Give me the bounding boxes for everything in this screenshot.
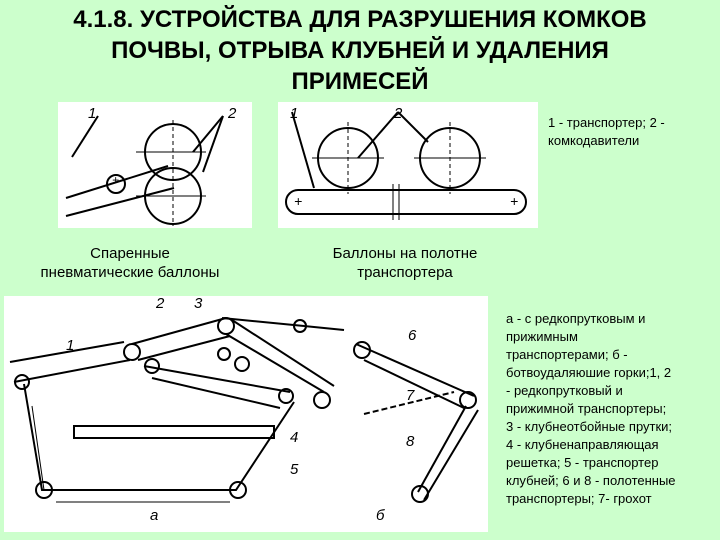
scheme-sub-b: б <box>376 507 385 524</box>
legend-bottom-line: решетка; 5 - транспортер <box>506 455 659 470</box>
scheme-label-5: 5 <box>290 461 299 478</box>
scheme-sub-a: а <box>150 507 158 524</box>
scheme-label-4: 4 <box>290 429 298 446</box>
scheme-label-8: 8 <box>406 433 415 450</box>
legend-top-line-2: комкодавители <box>548 133 640 148</box>
figure-paired-balloons: + 1 2 <box>58 102 252 228</box>
machine-scheme-drawing: 1 2 3 4 5 6 7 8 а б <box>9 295 479 524</box>
scheme-label-6: 6 <box>408 327 417 344</box>
caption-conveyor-line-1: Баллоны на полотне <box>332 245 478 262</box>
svg-text:+: + <box>294 193 302 209</box>
caption-conveyor-line-2: транспортера <box>357 264 453 281</box>
legend-bottom-line: 3 - клубнеотбойные прутки; <box>506 419 673 434</box>
legend-bottom-line: ботвоудаляюшие горки;1, 2 <box>506 365 672 380</box>
scheme-label-3: 3 <box>194 296 203 312</box>
svg-text:+: + <box>112 173 119 187</box>
legend-top-line-1: 1 - транспортер; 2 - <box>548 115 665 130</box>
figure-machine-scheme: 1 2 3 4 5 6 7 8 а б <box>4 295 488 532</box>
title-line-1: 4.1.8. УСТРОЙСТВА ДЛЯ РАЗРУШЕНИЯ КОМКОВ <box>73 6 647 33</box>
legend-bottom-line: - редкопрутковый и <box>506 383 623 398</box>
svg-text:+: + <box>510 193 518 209</box>
caption-paired-line-1: Спаренные <box>90 245 170 262</box>
legend-top: 1 - транспортер; 2 - комкодавители <box>548 114 718 150</box>
conveyor-label-1: 1 <box>290 105 298 122</box>
legend-bottom-line: транспортерами; б - <box>506 347 628 362</box>
legend-bottom-line: клубней; 6 и 8 - полотенные <box>506 473 676 488</box>
balloons-conveyor-drawing: + + 1 2 <box>285 105 527 220</box>
scheme-label-1: 1 <box>66 337 74 354</box>
slide-title: 4.1.8. УСТРОЙСТВА ДЛЯ РАЗРУШЕНИЯ КОМКОВ … <box>0 4 720 97</box>
caption-balloons-conveyor: Баллоны на полотне транспортера <box>290 244 520 282</box>
scheme-label-7: 7 <box>406 387 415 404</box>
figure-balloons-on-conveyor: + + 1 2 <box>278 102 538 228</box>
paired-label-1: 1 <box>88 105 96 122</box>
caption-paired-balloons: Спаренные пневматические баллоны <box>0 244 260 282</box>
legend-bottom-line: прижимной транспортеры; <box>506 401 667 416</box>
legend-bottom-line: а - с редкопрутковым и <box>506 311 646 326</box>
paired-label-2: 2 <box>227 105 237 122</box>
scheme-label-2: 2 <box>155 296 165 312</box>
legend-bottom-line: транспортеры; 7- грохот <box>506 491 652 506</box>
caption-paired-line-2: пневматические баллоны <box>40 264 220 281</box>
conveyor-label-2: 2 <box>393 105 403 122</box>
legend-bottom: а - с редкопрутковым и прижимным транспо… <box>506 310 718 508</box>
title-line-2: ПОЧВЫ, ОТРЫВА КЛУБНЕЙ И УДАЛЕНИЯ <box>111 37 609 64</box>
paired-balloons-drawing: + 1 2 <box>65 105 237 226</box>
title-line-3: ПРИМЕСЕЙ <box>291 68 429 95</box>
legend-bottom-line: 4 - клубненаправляющая <box>506 437 659 452</box>
legend-bottom-line: прижимным <box>506 329 578 344</box>
